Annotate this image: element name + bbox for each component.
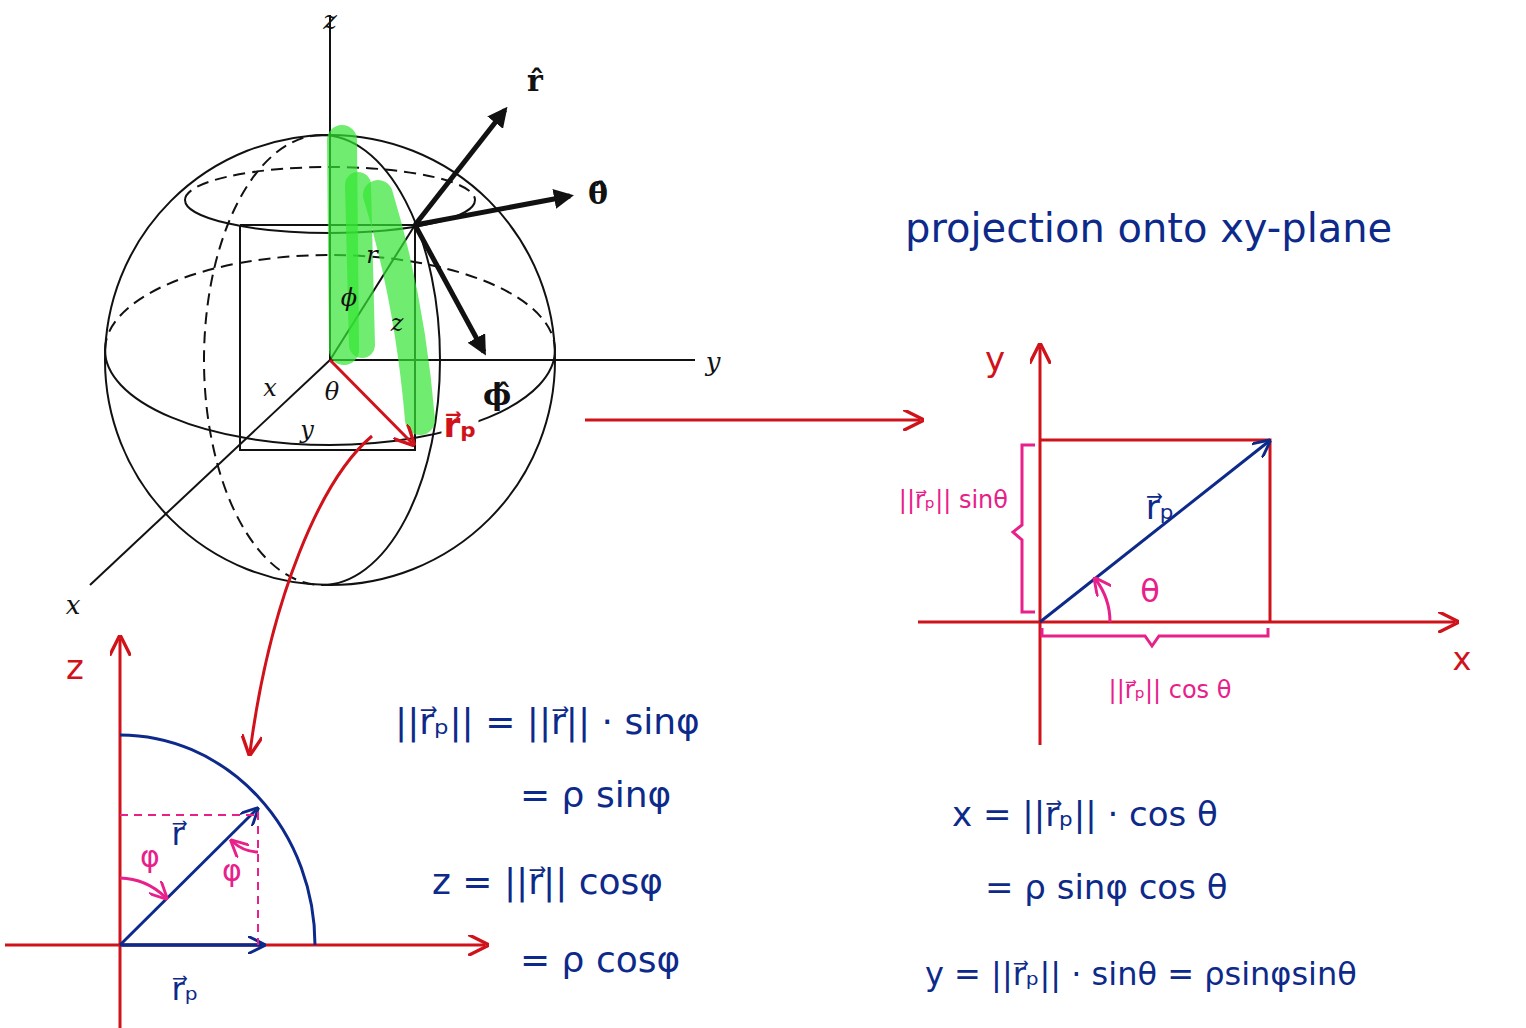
rz-plane-plot-part <box>120 735 315 945</box>
xy-plane-plot-part <box>1013 445 1035 612</box>
xy-plane-plot-part <box>1042 628 1268 646</box>
xy-plane-plot-part <box>1096 580 1110 622</box>
xy-plane-plot-part <box>1039 347 1042 745</box>
unit-vectors-part <box>415 110 505 225</box>
xy-plane-plot-part <box>918 621 1455 624</box>
length-label: ||r⃗ₚ|| sinθ <box>899 487 1008 513</box>
rz-plane-plot-part <box>5 944 485 947</box>
axis-label: z <box>323 6 337 35</box>
unit-vector-label: r̂ <box>527 64 543 97</box>
unit-vectors-part <box>415 196 570 225</box>
rz-plane-plot-part <box>120 878 165 897</box>
unit-vector-label: ϕ̂ <box>483 378 511 411</box>
rz-plane-plot-part <box>120 810 256 945</box>
sphere-part <box>204 135 322 585</box>
rz-plane-plot-part <box>257 812 259 945</box>
angle-label: ϕ <box>341 285 357 311</box>
angle-label: θ <box>325 379 339 405</box>
pointer-arrows-part <box>250 436 372 752</box>
heading-note: projection onto xy-plane <box>905 206 1392 250</box>
angle-label: φ <box>140 840 160 873</box>
xy-plane-plot-part <box>1040 442 1268 622</box>
unit-vectors <box>415 110 570 352</box>
vector-label: r⃗ₚ <box>1146 489 1175 526</box>
projection-vector-part <box>330 360 412 443</box>
length-label: r <box>366 242 377 268</box>
formula: ||r⃗ₚ|| = ||r⃗|| · sinφ <box>395 702 700 742</box>
coordinate-label: y <box>300 417 314 443</box>
coordinate-label: x <box>263 375 277 401</box>
axis-label: y <box>706 348 721 377</box>
rz-plane-plot <box>5 639 485 1028</box>
unit-vector-label: θ̂ <box>588 177 608 210</box>
vector-label: r⃗ₚ <box>172 972 199 1007</box>
rz-plane-plot-part <box>233 842 258 852</box>
axis-label: z <box>66 649 84 686</box>
pointer-arrows <box>250 420 920 752</box>
formula: y = ||r⃗ₚ|| · sinθ = ρsinφsinθ <box>925 957 1357 992</box>
highlight <box>342 140 420 420</box>
formula: z = ||r⃗|| cosφ <box>432 862 663 902</box>
sphere-part <box>105 350 555 445</box>
pointer-arrows-part <box>585 419 920 422</box>
formula: = ρ cosφ <box>520 940 680 980</box>
formula: = ρ sinφ cos θ <box>985 869 1227 906</box>
length-label: ||r⃗ₚ|| cos θ <box>1109 677 1232 703</box>
highlight-part <box>342 140 344 350</box>
unit-vectors-part <box>415 225 484 352</box>
rz-plane-plot-part <box>120 944 262 947</box>
vector-label: r⃗ₚ <box>441 407 478 444</box>
formula: = ρ sinφ <box>520 775 671 815</box>
rz-plane-plot-part <box>120 814 258 816</box>
vector-label: r⃗ <box>171 817 184 852</box>
sphere-axes-part <box>90 360 330 585</box>
angle-label: θ <box>1140 574 1160 609</box>
axis-label: x <box>66 591 81 620</box>
xy-plane-plot-part <box>1040 440 1270 622</box>
sphere-axes <box>90 15 695 585</box>
xy-plane-plot <box>918 347 1455 745</box>
highlight-part <box>378 195 420 420</box>
highlight-part <box>358 185 362 345</box>
angle-label: φ <box>222 854 242 887</box>
projection-vector <box>330 360 412 443</box>
axis-label: y <box>985 341 1005 378</box>
rz-plane-plot-part <box>119 639 122 1028</box>
sphere-axes-part <box>330 359 695 361</box>
formula: x = ||r⃗ₚ|| · cos θ <box>952 796 1218 833</box>
axis-label: x <box>1453 642 1472 677</box>
coordinate-label: z <box>391 310 404 336</box>
